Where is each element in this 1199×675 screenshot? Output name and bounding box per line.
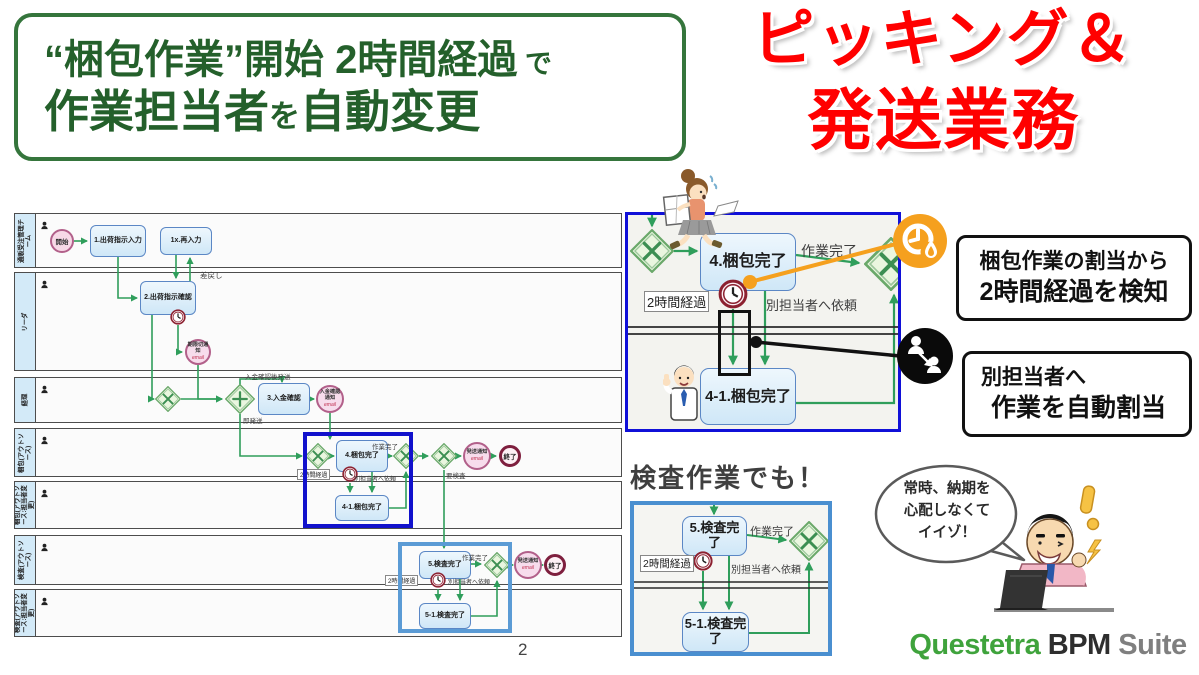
- woman-carrying-boxes-illustration: [650, 168, 745, 273]
- logo-suffix: Suite: [1118, 629, 1187, 661]
- task-5-1: 5-1.検査完了: [419, 603, 471, 629]
- logo-brand: Questetra: [909, 629, 1041, 661]
- speech-bubble-text: 常時、納期を 心配しなくて イイゾ！: [886, 479, 1008, 544]
- headline-line-2: 発送業務: [807, 82, 1080, 157]
- timer-task4: [342, 466, 358, 482]
- label-2h-detail-2: 2時間経過: [640, 555, 694, 572]
- main-process-diagram: 通販受注管理チームリーダ経理梱包(アウトソース) 梱包(アウトソース:担当者変更)…: [14, 211, 622, 641]
- timer-detail-inspection: [693, 551, 713, 571]
- headline: ピッキング＆ 発送業務: [688, 0, 1199, 160]
- task-5: 5.検査完了: [419, 551, 471, 579]
- task-4-1-detail: 4-1.梱包完了: [700, 368, 796, 425]
- bubble-line-1: 常時、納期を: [903, 481, 991, 497]
- gateway-detail: [788, 520, 828, 562]
- label-2h-packing: 2時間経過: [297, 469, 331, 480]
- worker-thumbs-up-illustration: [662, 362, 703, 435]
- swimlane-label: 梱包(アウトソース:担当者変更): [15, 482, 36, 528]
- label-reassign-inspection: 別担当者へ依頼: [448, 580, 491, 586]
- end-event-1: 終了: [499, 445, 521, 467]
- callout-auto-assign-line2: 作業を自動割当: [991, 393, 1167, 422]
- person-icon: [40, 593, 49, 611]
- swimlane-2: リーダ: [14, 272, 622, 371]
- person-icon: [40, 539, 49, 557]
- timer-task5: [430, 572, 446, 588]
- label-2h-detail: 2時間経過: [644, 291, 710, 312]
- label-done-detail: 作業完了: [801, 243, 857, 259]
- end-event-2: 終了: [544, 554, 566, 576]
- callout-detect-2h-line2: 2時間経過を検知: [979, 277, 1169, 306]
- swimlane-label: リーダ: [15, 273, 36, 370]
- gateway-1: [154, 385, 182, 413]
- swimlane-label: 検査(アウトソース): [15, 536, 36, 584]
- person-icon: [40, 381, 49, 399]
- start-event: 開始: [50, 229, 74, 253]
- inspection-heading: 検査作業でも！: [630, 463, 827, 493]
- swimlane-label: 検査(アウトソース:担当者変更): [15, 590, 36, 636]
- person-icon: [40, 217, 49, 235]
- task-5-detail: 5.検査完了: [682, 516, 747, 556]
- swimlane-label: 梱包(アウトソース): [15, 429, 36, 476]
- swimlane-5: 梱包(アウトソース:担当者変更): [14, 481, 622, 529]
- label-immediate-ship: 即発送: [243, 418, 263, 425]
- reassign-icon: [896, 327, 954, 390]
- label-reassign-packing: 別担当者へ依頼: [354, 477, 397, 483]
- label-inspection-needed: 要検査: [446, 473, 466, 480]
- label-done-packing: 作業完了: [372, 444, 398, 451]
- highlight-packing: [303, 432, 413, 528]
- person-icon: [40, 432, 49, 450]
- bubble-line-3: イイゾ！: [918, 524, 976, 541]
- logo-product: BPM: [1047, 629, 1111, 661]
- timer-task2: [170, 309, 186, 325]
- swimlane-label: 経理: [15, 378, 36, 422]
- title-box: “梱包作業”開始 2時間経過 で 作業担当者を自動変更: [14, 13, 686, 161]
- swimlane-7: 検査(アウトソース:担当者変更): [14, 589, 622, 637]
- person-icon: [40, 485, 49, 503]
- label-reassign-detail-2: 別担当者へ依頼: [731, 565, 801, 576]
- page-number: 2: [518, 640, 528, 659]
- callout-detect-2h-line1: 梱包作業の割当から: [979, 250, 1169, 274]
- callout-auto-assign: 別担当者へ 作業を自動割当: [962, 351, 1192, 437]
- label-sashimodoshi: 差戻し: [200, 271, 223, 280]
- timer-alert-icon: [892, 213, 948, 274]
- task-1: 1.出荷指示入力: [90, 225, 146, 257]
- gateway-5: [430, 442, 458, 470]
- highlight-inspection: [398, 542, 512, 633]
- task-3: 3.入金確認: [258, 383, 310, 415]
- callout-detect-2h: 梱包作業の割当から 2時間経過を検知: [956, 235, 1192, 321]
- title-line-1: “梱包作業”開始 2時間経過 で: [44, 38, 552, 82]
- questetra-logo: Questetra BPM Suite: [902, 629, 1194, 662]
- gateway-2: [224, 383, 256, 415]
- timer-detail-packing: [718, 279, 748, 309]
- label-done-detail-2: 作業完了: [750, 526, 794, 538]
- task-2: 2.出荷指示確認: [140, 281, 196, 315]
- speech-bubble: [874, 464, 1026, 564]
- task-5-1-detail: 5-1.検査完了: [682, 612, 749, 652]
- gateway-6: [483, 551, 511, 579]
- businessman-at-laptop-illustration: [992, 480, 1117, 625]
- gateway-3: [304, 442, 332, 470]
- label-after-payment: 入金確認後発送: [245, 374, 291, 381]
- task-4: 4.梱包完了: [336, 440, 388, 472]
- task-4-1: 4-1.梱包完了: [335, 495, 389, 521]
- headline-line-1: ピッキング＆: [752, 5, 1135, 74]
- swimlane-label: 通販受注管理チーム: [15, 214, 36, 267]
- label-reassign-detail: 別担当者へ依頼: [766, 298, 858, 313]
- title-line-2: 作業担当者を自動変更: [44, 86, 481, 137]
- callout-auto-assign-line1: 別担当者へ: [981, 366, 1086, 390]
- bubble-line-2: 心配しなくて: [903, 502, 991, 519]
- task-1x: 1x.再入力: [160, 227, 212, 255]
- person-icon: [40, 276, 49, 294]
- label-done-inspection: 作業完了: [462, 555, 488, 562]
- highlight-auto-arrows: [718, 310, 751, 376]
- gateway-left: [629, 228, 675, 274]
